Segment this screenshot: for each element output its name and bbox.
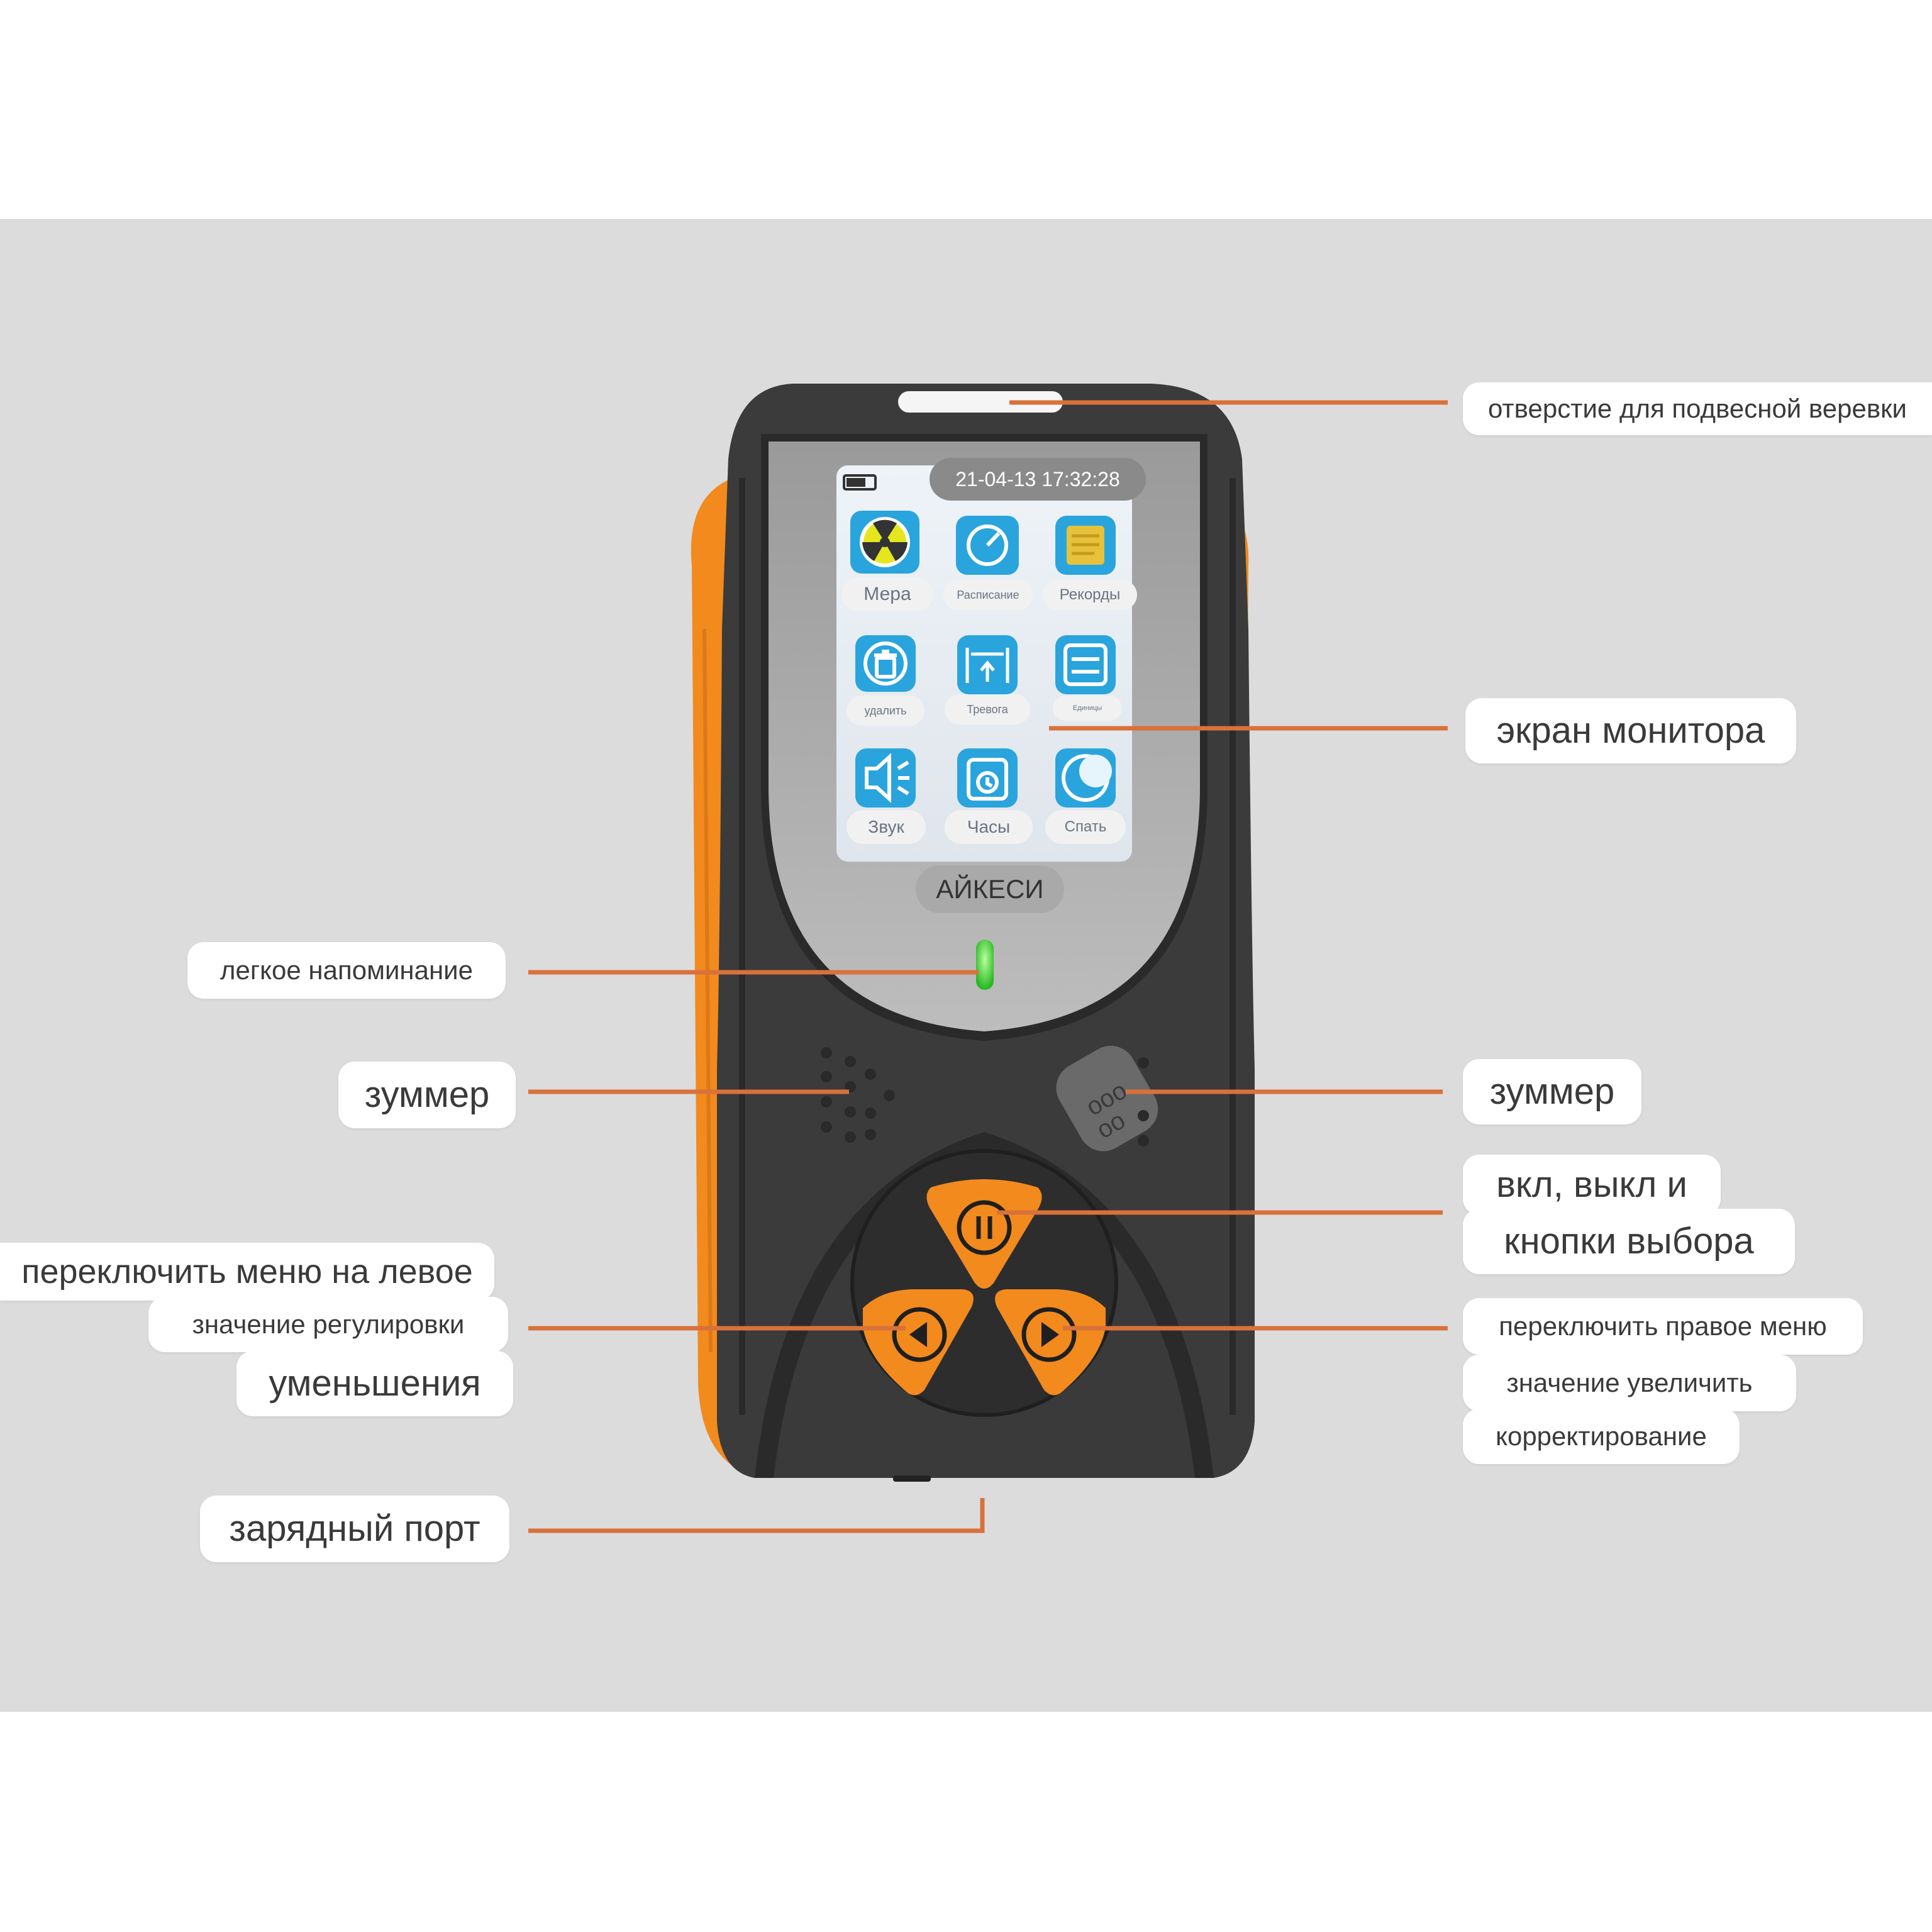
datetime-display: 21-04-13 17:32:28 xyxy=(955,468,1120,491)
leader-lines xyxy=(528,400,1448,1533)
app-label-alarm[interactable]: Тревога xyxy=(945,694,1030,724)
alarm-threshold-icon xyxy=(965,648,1009,683)
callout-buzzer-right: зуммер xyxy=(1463,1059,1641,1124)
callout-buzzer-left: зуммер xyxy=(338,1062,516,1128)
records-icon xyxy=(1067,526,1104,565)
speaker-icon xyxy=(865,753,909,803)
callout-right-menu-line1: переключить правое меню xyxy=(1463,1298,1863,1355)
power-select-button[interactable] xyxy=(926,1179,1042,1289)
lanyard-hole xyxy=(898,391,1063,413)
charging-port xyxy=(893,1475,931,1482)
brand-label: АЙКЕСИ xyxy=(936,874,1044,904)
app-label-units[interactable]: Единицы xyxy=(1053,696,1122,721)
clock-icon xyxy=(967,758,1008,801)
app-label-sleep[interactable]: Спать xyxy=(1045,810,1126,844)
app-label-records[interactable]: Рекорды xyxy=(1043,580,1137,610)
callout-light-reminder: легкое напоминание xyxy=(187,942,506,999)
app-label-clock[interactable]: Часы xyxy=(945,810,1033,844)
callout-power-select-line1: вкл, выкл и xyxy=(1463,1155,1721,1215)
brand-pill xyxy=(916,865,1064,913)
callout-left-menu-line2: значение регулировки xyxy=(148,1297,508,1352)
callout-right-menu-line3: корректирование xyxy=(1463,1409,1740,1464)
radiation-icon xyxy=(860,517,910,567)
battery-icon xyxy=(843,474,877,491)
app-label-sound[interactable]: Звук xyxy=(847,810,926,844)
buzzer-left-grille xyxy=(821,1047,895,1143)
callout-left-menu-line3: уменьшения xyxy=(236,1351,513,1416)
right-button[interactable] xyxy=(995,1289,1106,1396)
callout-power-select-line2: кнопки выбора xyxy=(1463,1209,1795,1274)
gauge-icon xyxy=(967,525,1008,566)
callout-right-menu-line2: значение увеличить xyxy=(1463,1355,1796,1411)
buzzer-right-grille: ooo oo xyxy=(1056,1045,1158,1152)
callout-lanyard-hole: отверстие для подвесной веревки xyxy=(1463,382,1932,435)
callout-left-menu-line1: переключить меню на левое xyxy=(0,1243,494,1301)
datetime-pill xyxy=(930,458,1146,501)
units-icon xyxy=(1063,643,1108,686)
trash-icon xyxy=(863,641,908,686)
callout-monitor-screen: экран монитора xyxy=(1465,698,1796,763)
app-label-delete[interactable]: удалить xyxy=(847,696,924,726)
status-led xyxy=(976,940,994,990)
moon-icon xyxy=(1062,754,1112,802)
app-label-schedule[interactable]: Расписание xyxy=(943,580,1033,610)
left-button[interactable] xyxy=(863,1289,974,1396)
callout-charging-port: зарядный порт xyxy=(200,1496,509,1562)
app-label-measure[interactable]: Мера xyxy=(841,577,933,611)
